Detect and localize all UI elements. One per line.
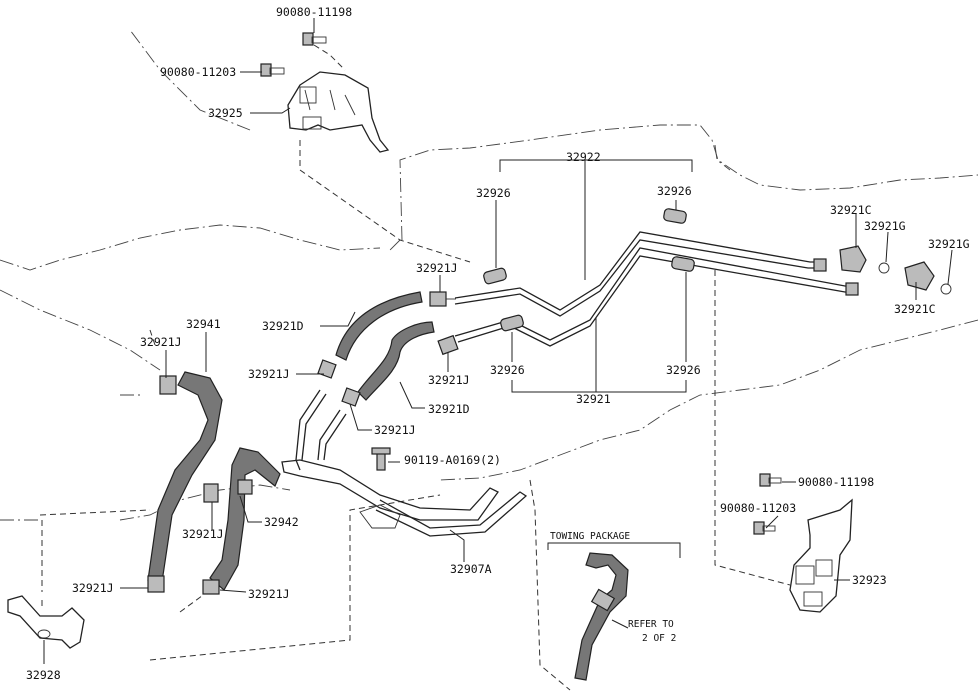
label-refer-line1: REFER TO: [628, 619, 674, 630]
label-insulator-a: 32926: [476, 186, 511, 200]
label-bracket-left: 32928: [26, 668, 61, 682]
towing-package-box: [547, 542, 681, 681]
label-clamp-j-hose2: 32921J: [182, 527, 224, 541]
union-fittings: [839, 245, 952, 295]
label-towing-title: TOWING PACKAGE: [550, 531, 630, 542]
bolt-left-icon: [260, 63, 285, 77]
insulators: [483, 208, 695, 332]
label-bolt-right-top: 90080-11198: [798, 475, 874, 489]
part-labels: 90080-11198 90080-11203 32925 32922 3292…: [26, 5, 970, 682]
hose-32921d-left: [335, 291, 456, 361]
label-bolt-right-left: 90080-11203: [720, 501, 796, 515]
label-bolt-top: 90080-11198: [276, 5, 352, 19]
label-gasket-g1: 32921G: [864, 219, 906, 233]
label-bolt-left: 90080-11203: [160, 65, 236, 79]
label-union-c2: 32921C: [894, 302, 936, 316]
bolt-right-top-icon: [759, 473, 782, 487]
label-refer-line2: 2 OF 2: [642, 633, 676, 644]
label-bracket-right: 32923: [852, 573, 887, 587]
label-insulator-d: 32926: [666, 363, 701, 377]
label-bolt-mid: 90119-A0169(2): [404, 453, 501, 467]
label-hose-second: 32942: [264, 515, 299, 529]
label-insulator-c: 32926: [490, 363, 525, 377]
label-clamp-j-bottom: 32921J: [248, 587, 290, 601]
clamp-icon: [341, 387, 361, 407]
clamp-icon: [317, 359, 337, 379]
hose-32921d-right: [357, 321, 459, 401]
label-clamp-j-far-left: 32921J: [140, 335, 182, 349]
label-hose-main: 32941: [186, 317, 221, 331]
upper-bracket-group: [260, 32, 390, 153]
bracket-32928: [7, 595, 85, 649]
label-clamp-j-top: 32921J: [416, 261, 458, 275]
hose-32942: [202, 447, 281, 595]
bolt-top-icon: [302, 32, 327, 46]
label-hose-d-right: 32921D: [428, 402, 470, 416]
reference-outline: [0, 29, 978, 521]
label-clamp-j-center: 32921J: [374, 423, 416, 437]
label-tube-main: 32921: [576, 392, 611, 406]
label-bracket-top: 32925: [208, 106, 243, 120]
tube-assembly-32907a: [281, 389, 528, 537]
label-tube-set: 32922: [566, 150, 601, 164]
label-clamp-j-bottom-left: 32921J: [72, 581, 114, 595]
label-tube-assy: 32907A: [450, 562, 492, 576]
bolt-right-left-icon: [753, 521, 776, 535]
label-hose-d-left: 32921D: [262, 319, 304, 333]
label-union-c1: 32921C: [830, 203, 872, 217]
bracket-32923: [753, 473, 853, 613]
label-gasket-g2: 32921G: [928, 237, 970, 251]
leader-lines: [43, 18, 953, 664]
label-clamp-j-left: 32921J: [248, 367, 290, 381]
label-insulator-b: 32926: [657, 184, 692, 198]
label-clamp-j-mid: 32921J: [428, 373, 470, 387]
hose-32941: [147, 371, 223, 593]
